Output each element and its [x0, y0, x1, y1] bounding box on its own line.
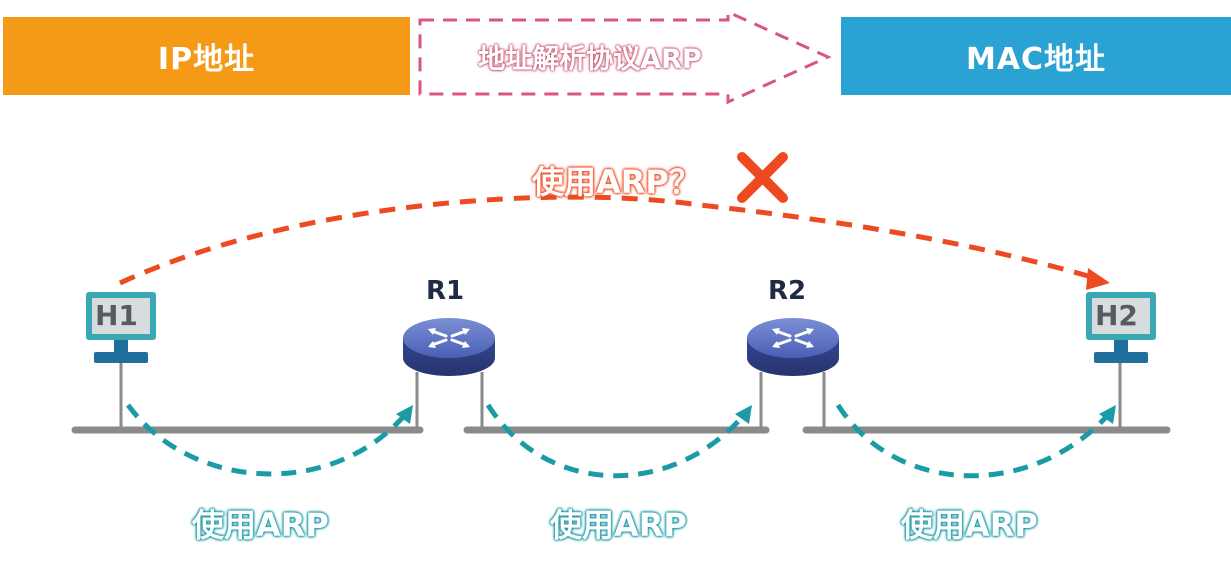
mac-address-box: MAC地址: [841, 17, 1231, 95]
mac-address-label: MAC地址: [965, 42, 1107, 77]
segment-1-arp-label: 使用ARP: [192, 506, 329, 544]
arp-hop-1: [125, 403, 413, 477]
host-h2-label: H2: [1095, 299, 1138, 332]
failed-arp-arrowhead: [1086, 268, 1110, 290]
arp-arrow-outline: [418, 10, 832, 104]
router-r2-label: R2: [768, 276, 807, 306]
segment-2-arp-label: 使用ARP: [550, 506, 687, 544]
router-r1-icon: [403, 318, 495, 376]
top-arp-question-label: 使用ARP？: [532, 163, 701, 201]
failed-arp-path: [118, 194, 1103, 286]
cross-icon: [737, 152, 788, 203]
segment-3-arp-label: 使用ARP: [901, 506, 1038, 544]
host-h2-icon: [1086, 292, 1156, 363]
router-r1-label: R1: [426, 276, 465, 306]
arp-protocol-label: 地址解析协议ARP: [478, 43, 702, 75]
ip-address-label: IP地址: [157, 42, 256, 77]
arp-arrow: [418, 10, 832, 104]
ip-address-box: IP地址: [3, 17, 410, 95]
arp-hop-3: [835, 403, 1116, 479]
arp-hop-2: [485, 403, 752, 479]
router-r2-icon: [747, 318, 839, 376]
host-h1-label: H1: [95, 299, 138, 332]
host-h1-icon: [86, 292, 156, 363]
